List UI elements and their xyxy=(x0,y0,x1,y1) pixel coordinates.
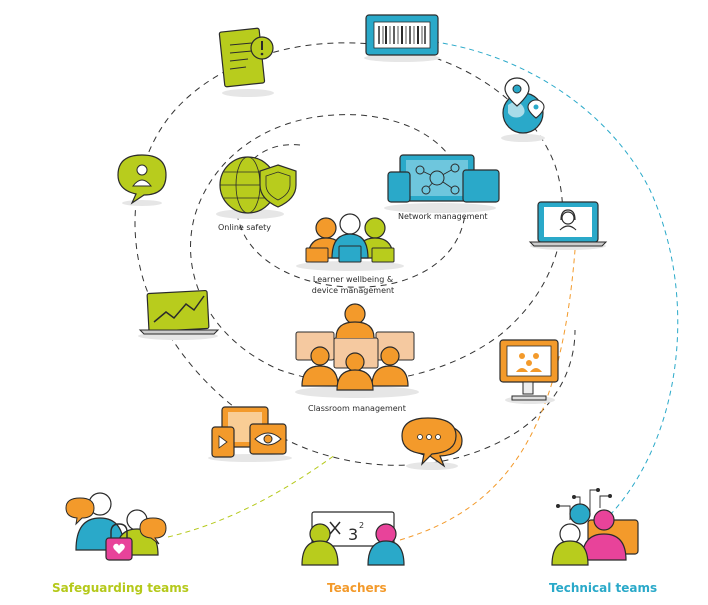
learner-wellbeing-label: Learner wellbeing & device management xyxy=(308,274,398,296)
globe-shield-icon xyxy=(216,156,297,219)
svg-text:3: 3 xyxy=(348,525,358,544)
classroom-icon xyxy=(295,303,419,398)
technical-teams-label: Technical teams xyxy=(549,581,658,595)
document-alert-icon xyxy=(218,27,274,97)
safeguarding-team-icon xyxy=(65,492,167,561)
network-management-label: Network management xyxy=(398,212,488,221)
online-safety-label: Online safety xyxy=(218,223,272,232)
safeguarding-teams-label: Safeguarding teams xyxy=(52,581,189,595)
teachers-team-icon: 3 2 xyxy=(301,511,405,566)
svg-text:2: 2 xyxy=(359,521,364,530)
teachers-connector xyxy=(399,249,576,541)
barcode-tablet-icon xyxy=(364,14,440,62)
support-laptop-icon xyxy=(528,201,608,250)
technical-team-icon xyxy=(551,488,639,566)
team-connectors xyxy=(167,39,679,541)
chart-laptop-icon xyxy=(138,289,220,340)
safeguarding-connector xyxy=(167,454,336,538)
devices-eye-icon xyxy=(208,406,292,462)
learner-wellbeing-line1: Learner wellbeing & xyxy=(312,275,394,284)
learner-wellbeing-line2: device management xyxy=(311,286,395,295)
map-globe-icon xyxy=(501,77,545,142)
learner-group-icon xyxy=(296,213,404,271)
classroom-management-label: Classroom management xyxy=(308,404,406,413)
spiral-paths xyxy=(134,42,576,466)
network-devices-icon xyxy=(384,154,500,213)
user-chat-icon xyxy=(117,154,167,206)
monitor-people-icon xyxy=(499,339,559,404)
technical-connector xyxy=(419,39,679,516)
chat-bubbles-icon xyxy=(401,417,463,470)
teachers-label: Teachers xyxy=(327,581,387,595)
